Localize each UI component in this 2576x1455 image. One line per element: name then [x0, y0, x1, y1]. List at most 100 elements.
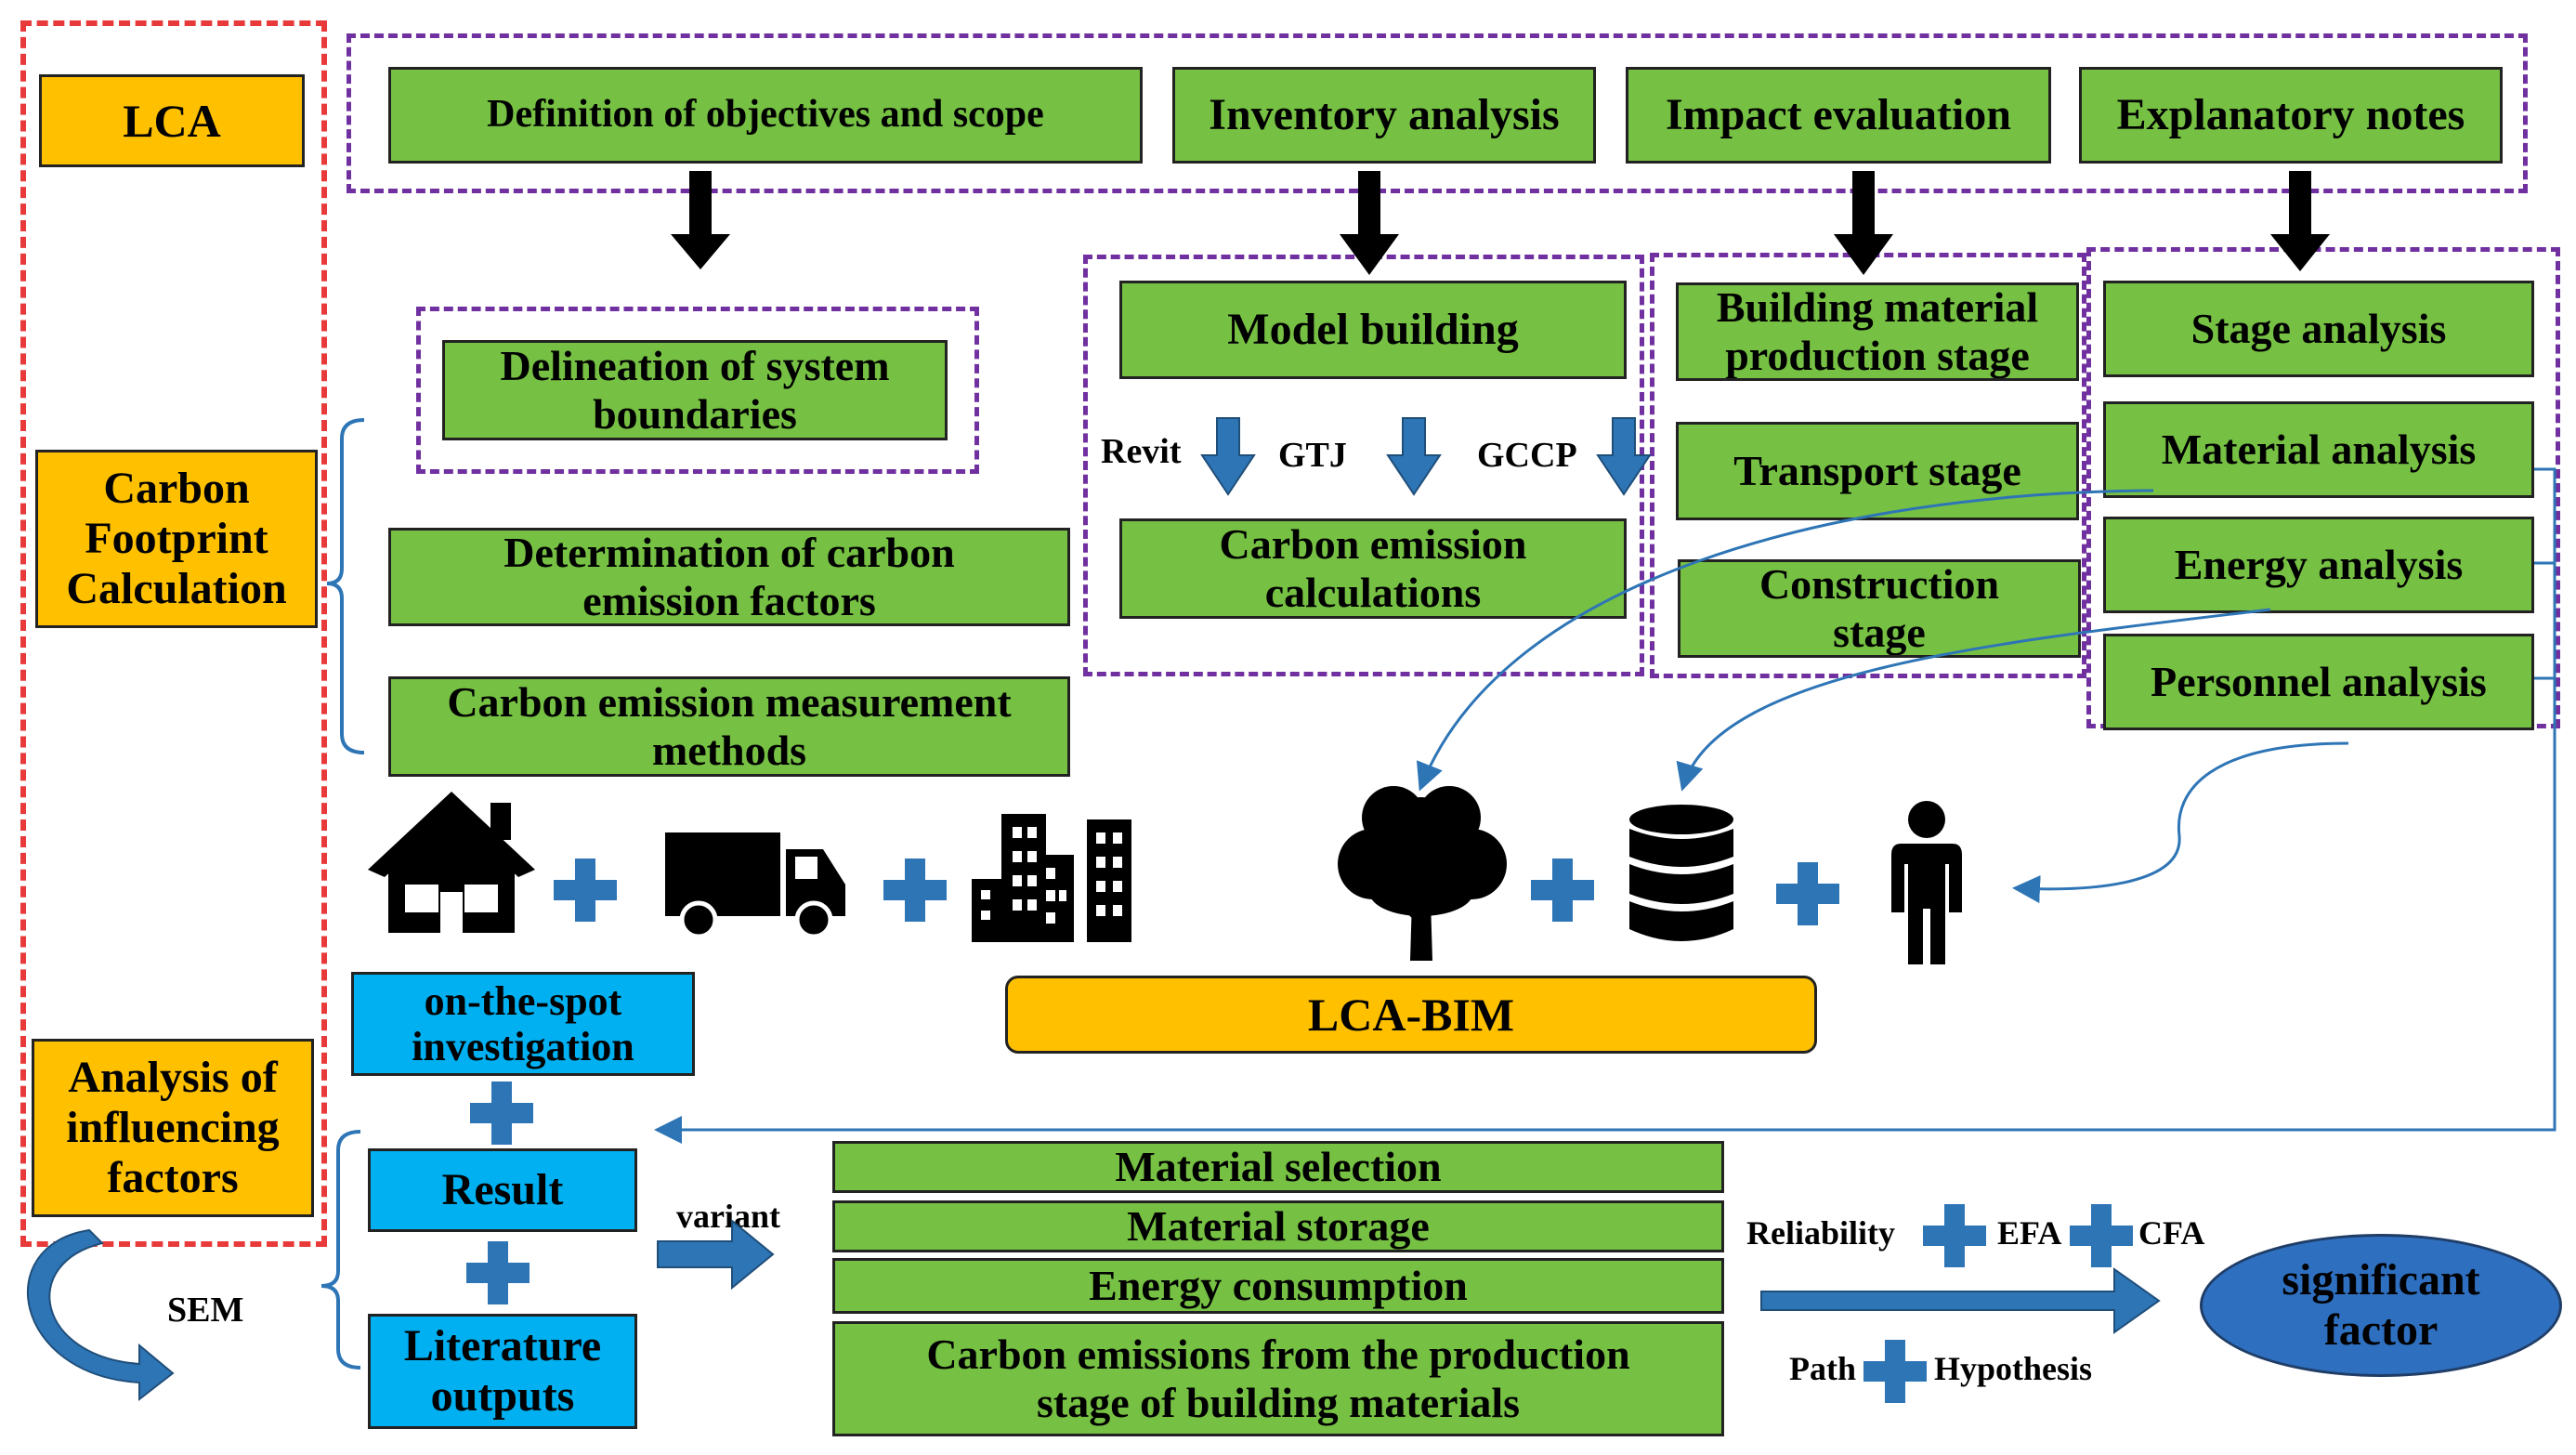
literature-box: Literature outputs [368, 1314, 637, 1429]
energy-to-database-connector [1676, 608, 2271, 792]
investigation-line-2: investigation [412, 1024, 634, 1069]
step-impact-box: Impact evaluation [1626, 67, 2051, 164]
aif-line-1: Analysis of [68, 1053, 278, 1103]
tree-icon [1338, 786, 1507, 961]
person-icon [1891, 801, 1962, 964]
carbon-calculations-line-2: calculations [1264, 569, 1482, 616]
measurement-methods-line-1: Carbon emission measurement [447, 678, 1012, 727]
carbon-calculations-line-1: Carbon emission [1219, 520, 1527, 569]
cfc-line-1: Carbon [103, 464, 250, 514]
production-emissions-box: Carbon emissions from the production sta… [832, 1321, 1724, 1436]
sem-label: SEM [167, 1291, 244, 1330]
energy-consumption-text: Energy consumption [1089, 1262, 1468, 1310]
material-selection-text: Material selection [1115, 1143, 1442, 1191]
tool-gtj-label: GTJ [1278, 436, 1347, 475]
gtj-arrow [1386, 417, 1442, 496]
significant-line-2: factor [2323, 1305, 2439, 1355]
plus-icon [1863, 1340, 1927, 1403]
carbon-footprint-brace [326, 418, 365, 754]
influencing-factors-brace [320, 1130, 361, 1370]
step-inventory-text: Inventory analysis [1209, 90, 1560, 140]
analysis-feedback-line [654, 467, 2556, 1144]
production-stage-line-1: Building material [1716, 283, 2039, 332]
plus-icon [1531, 859, 1594, 922]
investigation-box: on-the-spot investigation [351, 972, 695, 1076]
production-stage-line-2: production stage [1725, 332, 2030, 379]
stage-analysis-box: Stage analysis [2103, 281, 2534, 377]
efa-label: EFA [1997, 1214, 2062, 1252]
sem-curved-arrow [27, 1228, 175, 1402]
plus-icon [2070, 1204, 2133, 1267]
energy-analysis-box: Energy analysis [2103, 517, 2534, 613]
production-emissions-line-1: Carbon emissions from the production [926, 1330, 1630, 1379]
lca-label: LCA [39, 74, 305, 167]
aif-line-3: factors [107, 1152, 239, 1202]
result-text: Result [441, 1165, 564, 1215]
material-storage-box: Material storage [832, 1200, 1724, 1252]
path-label: Path [1789, 1350, 1856, 1387]
plus-icon [554, 859, 617, 922]
carbon-calculations-box: Carbon emission calculations [1119, 518, 1627, 619]
material-analysis-box: Material analysis [2103, 401, 2534, 498]
hypothesis-label: Hypothesis [1934, 1350, 2093, 1387]
down-arrow-impact [1834, 171, 1893, 275]
production-stage-box: Building material production stage [1676, 282, 2079, 381]
significant-factor-oval: significant factor [2200, 1234, 2562, 1377]
literature-line-2: outputs [430, 1371, 575, 1421]
variant-label: variant [676, 1198, 780, 1235]
database-icon [1629, 805, 1733, 941]
step-definition-text: Definition of objectives and scope [487, 93, 1044, 137]
delineation-line-2: boundaries [593, 390, 797, 438]
lca-steps-dashed-border [347, 33, 2528, 193]
transport-stage-text: Transport stage [1733, 447, 2021, 495]
boundaries-dashed-border [416, 307, 979, 474]
delineation-box: Delineation of system boundaries [442, 340, 948, 440]
gccp-arrow [1596, 417, 1652, 496]
plus-icon [1923, 1204, 1986, 1267]
cfc-line-2: Footprint [85, 514, 268, 564]
investigation-line-1: on-the-spot [424, 977, 622, 1024]
step-explanatory-text: Explanatory notes [2116, 90, 2465, 140]
material-selection-box: Material selection [832, 1141, 1724, 1193]
step-inventory-box: Inventory analysis [1172, 67, 1596, 164]
house-icon [368, 792, 535, 933]
analysis-of-influencing-factors-label: Analysis of influencing factors [32, 1039, 314, 1217]
measurement-methods-box: Carbon emission measurement methods [388, 676, 1070, 777]
lca-bim-text: LCA-BIM [1307, 989, 1515, 1041]
lca-label-text: LCA [123, 95, 221, 147]
energy-analysis-text: Energy analysis [2174, 541, 2464, 589]
personnel-to-person-connector [2012, 741, 2349, 904]
material-storage-text: Material storage [1127, 1202, 1430, 1251]
personnel-analysis-box: Personnel analysis [2103, 634, 2534, 730]
literature-line-1: Literature [403, 1321, 602, 1371]
energy-consumption-box: Energy consumption [832, 1258, 1724, 1314]
step-definition-box: Definition of objectives and scope [388, 67, 1143, 164]
emission-factors-box: Determination of carbon emission factors [388, 528, 1070, 626]
reliability-label: Reliability [1746, 1214, 1895, 1252]
lca-bim-box: LCA-BIM [1005, 976, 1817, 1054]
carbon-footprint-calculation-label: Carbon Footprint Calculation [35, 450, 318, 628]
model-building-box: Model building [1119, 281, 1627, 379]
construction-stage-line-1: Construction [1759, 560, 2000, 609]
tool-revit-label: Revit [1101, 432, 1182, 471]
down-arrow-explanatory [2270, 171, 2330, 271]
down-arrow-definition [671, 171, 730, 269]
transport-stage-box: Transport stage [1676, 422, 2079, 520]
production-emissions-line-2: stage of building materials [1036, 1379, 1521, 1426]
variant-arrow [657, 1218, 775, 1291]
revit-arrow [1200, 417, 1256, 496]
stage-analysis-text: Stage analysis [2190, 305, 2447, 353]
delineation-line-1: Delineation of system [500, 342, 890, 390]
plus-icon [883, 859, 947, 922]
construction-stage-line-2: stage [1833, 609, 1926, 656]
plus-icon [470, 1081, 533, 1145]
measurement-methods-line-2: methods [651, 727, 807, 774]
lca-framework-dashed-border [20, 20, 327, 1247]
down-arrow-inventory [1340, 171, 1399, 275]
plus-icon [1776, 862, 1839, 925]
material-analysis-text: Material analysis [2161, 426, 2477, 474]
to-significant-arrow [1760, 1267, 2161, 1334]
step-down-arrows [671, 171, 2330, 275]
emission-factors-line-1: Determination of carbon [503, 529, 955, 577]
